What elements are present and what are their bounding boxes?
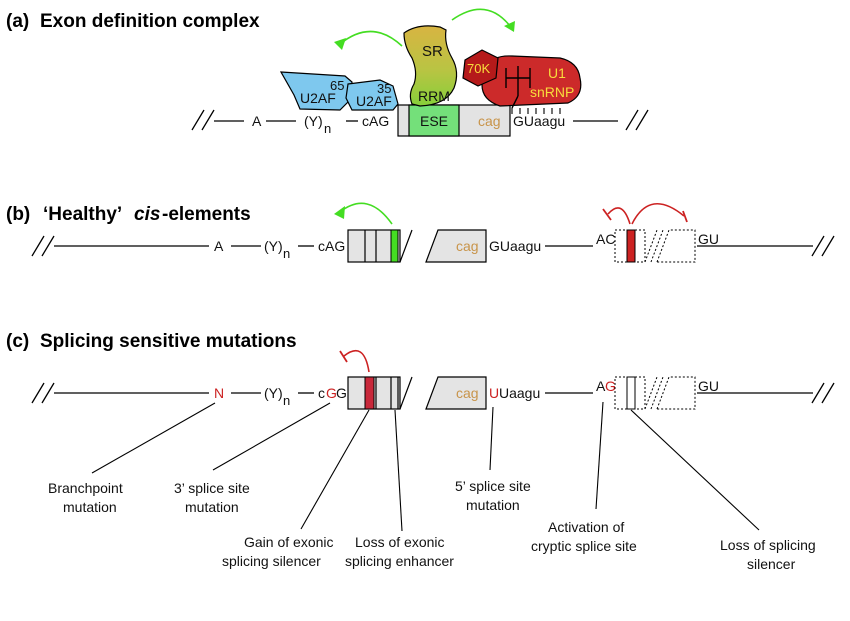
panel-b: (b) ‘Healthy’ cis -elements A (Y) n cAG … — [6, 202, 835, 263]
label-loss-iss-1: Loss of splicing — [720, 537, 816, 553]
snrnp-label: snRNP — [530, 84, 574, 100]
five-prime-rest: Uaagu — [499, 385, 540, 401]
sr-to-u2af-arrowhead — [334, 38, 346, 50]
ese-box — [408, 104, 460, 137]
exon-right-b — [425, 229, 487, 263]
five-prime-mutation-u: U — [489, 385, 499, 401]
u2af65-protein — [279, 71, 353, 111]
sr-to-u1-arrow — [451, 8, 511, 27]
branchpoint-mutation-n: N — [214, 385, 224, 401]
panel-c-letter: (c) — [6, 331, 29, 352]
u2af35-number: 35 — [377, 81, 391, 96]
polypyrimidine-n-c: n — [283, 393, 290, 408]
branchpoint-a-b: A — [214, 238, 224, 254]
three-prime-c: c — [318, 385, 325, 401]
leader-lines — [91, 401, 760, 532]
polypyrimidine-n: n — [324, 121, 331, 136]
cryptic-activation-g: G — [605, 378, 616, 394]
panel-a: (a) Exon definition complex A (Y) n cAG … — [6, 8, 649, 137]
sr-protein — [403, 25, 458, 107]
label-5ss-1: 5’ splice site — [455, 478, 531, 494]
label-gain-ess-2: splicing silencer — [222, 553, 321, 569]
ese-label: ESE — [420, 113, 448, 129]
exon-cag-b: cag — [456, 238, 479, 254]
cryptic-a-c: A — [596, 378, 606, 394]
u1-label: U1 — [548, 65, 566, 81]
panel-b-letter: (b) — [6, 204, 30, 225]
u1-snrna-cross — [505, 66, 531, 109]
sr-to-u1-arrowhead — [504, 21, 515, 32]
u2af65-number: 65 — [330, 78, 344, 93]
polypyrimidine-tract: (Y) — [304, 113, 323, 129]
u1-70k-label: 70K — [467, 61, 490, 76]
ese-activation-arrow-b — [339, 202, 393, 225]
exon-right-c — [425, 376, 487, 410]
three-prime-mutation-g: G — [326, 385, 337, 401]
gained-ess-element — [364, 376, 375, 410]
pre-mrna-line-c — [31, 382, 835, 404]
panel-c: (c) Splicing sensitive mutations N (Y) n… — [6, 331, 835, 572]
label-cryptic-1: Activation of — [548, 519, 624, 535]
label-cryptic-2: cryptic splice site — [531, 538, 637, 554]
exon-cag-c: cag — [456, 385, 479, 401]
cryptic-gu-c: GU — [698, 378, 719, 394]
label-loss-iss-2: silencer — [747, 556, 796, 572]
three-prime-g: G — [336, 385, 347, 401]
panel-a-title: Exon definition complex — [40, 11, 260, 32]
pre-mrna-line-b — [31, 235, 835, 257]
label-3ss-2: mutation — [185, 499, 239, 515]
ess-inhibition-arc — [343, 349, 370, 373]
label-branchpoint-2: mutation — [63, 499, 117, 515]
label-branchpoint-1: Branchpoint — [48, 480, 123, 496]
cryptic-ac-b: AC — [596, 231, 615, 247]
polypyrimidine-tract-b: (Y) — [264, 238, 283, 254]
label-gain-ess-1: Gain of exonic — [244, 534, 334, 550]
u2af35-protein — [345, 79, 399, 111]
lost-iss-element — [626, 376, 636, 410]
sr-label: SR — [422, 43, 443, 60]
polypyrimidine-n-b: n — [283, 246, 290, 261]
polypyrimidine-tract-c: (Y) — [264, 385, 283, 401]
ese-element-b — [390, 229, 399, 263]
cryptic-exon-right-c — [656, 376, 696, 410]
five-prime-splice-site-a: GUaagu — [513, 113, 565, 129]
u1-base-pairing — [511, 108, 561, 114]
exon-cag-a: cag — [478, 113, 501, 129]
panel-a-letter: (a) — [6, 11, 29, 32]
panel-b-title-cis: cis — [134, 204, 160, 225]
sr-to-u2af-arrow — [339, 30, 403, 47]
label-5ss-2: mutation — [466, 497, 520, 513]
three-prime-splice-site-b: cAG — [318, 238, 345, 254]
u1-70k-protein — [462, 49, 499, 87]
five-prime-splice-site-b: GUaagu — [489, 238, 541, 254]
label-3ss-1: 3’ splice site — [174, 480, 250, 496]
cryptic-exon-right-b — [656, 229, 696, 263]
branchpoint-a: A — [252, 113, 262, 129]
panel-c-title: Splicing sensitive mutations — [40, 331, 297, 352]
label-loss-ese-2: splicing enhancer — [345, 553, 454, 569]
iss-inhibition-right-b — [631, 202, 685, 225]
rrm-label: RRM — [418, 88, 450, 104]
iss-inhibition-left-b — [607, 207, 631, 225]
panel-b-title-healthy: ‘Healthy’ — [43, 204, 122, 225]
u2af35-label: U2AF — [356, 93, 392, 109]
u2af65-label: U2AF — [300, 90, 336, 106]
three-prime-splice-site: cAG — [362, 113, 389, 129]
ese-activation-arrowhead-b — [334, 206, 345, 219]
panel-b-title-elements: -elements — [162, 204, 251, 225]
cryptic-gu-b: GU — [698, 231, 719, 247]
iss-element-b — [626, 229, 636, 263]
pre-mrna-line-a — [191, 109, 649, 131]
label-loss-ese-1: Loss of exonic — [355, 534, 445, 550]
